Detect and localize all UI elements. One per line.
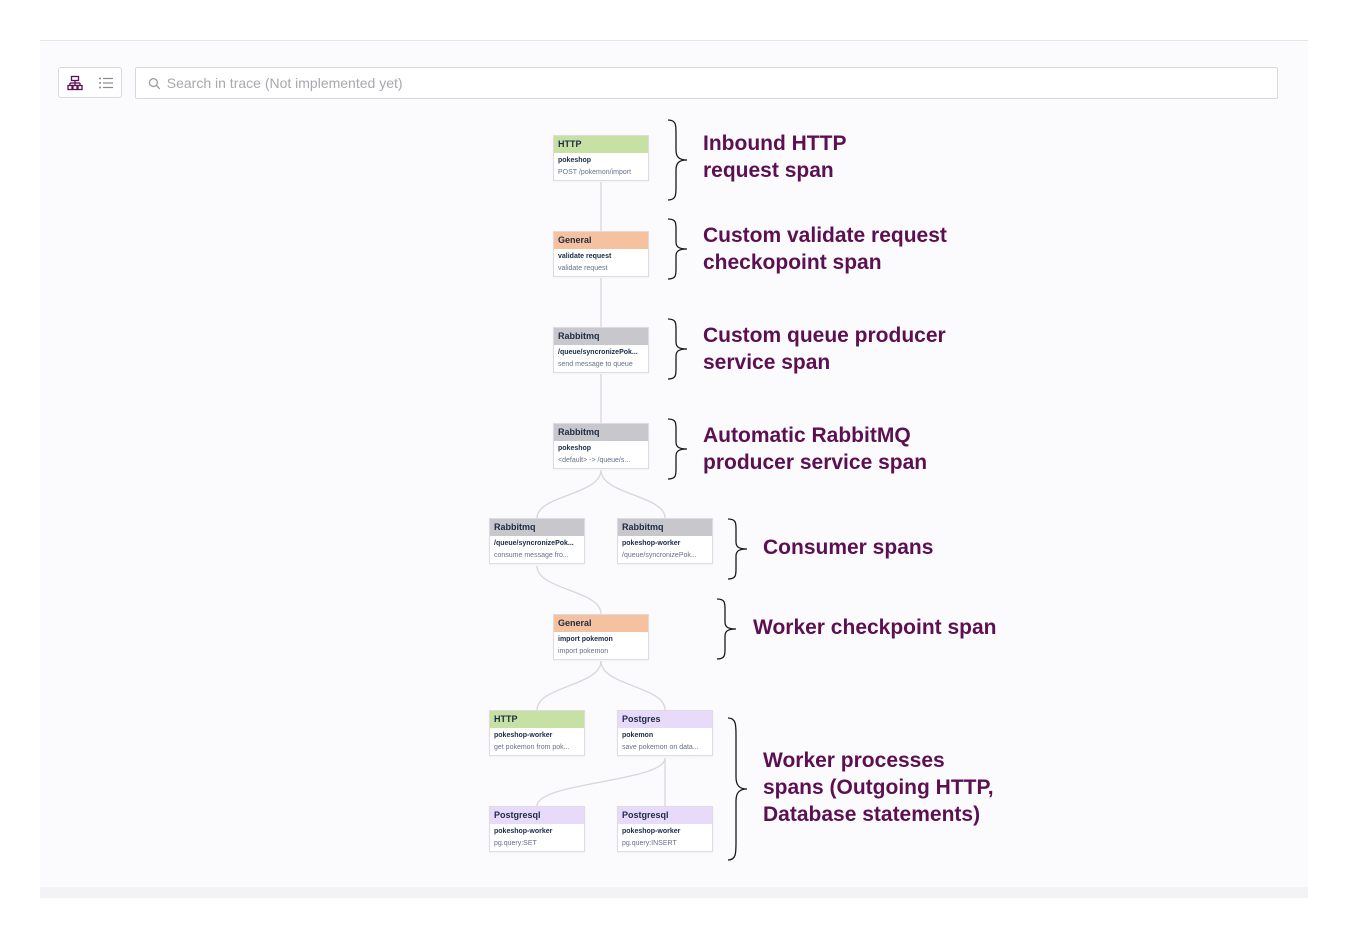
span-operation: pg.query:INSERT <box>622 840 677 847</box>
annotation-line: Custom validate request <box>703 224 947 247</box>
span-service: /queue/syncronizePok... <box>558 349 638 356</box>
span-operation: validate request <box>558 265 608 272</box>
span-node-postgresql-insert[interactable]: Postgresql pokeshop-worker pg.query:INSE… <box>617 806 713 852</box>
edge <box>536 660 602 711</box>
view-toggle <box>58 67 122 98</box>
trace-search <box>135 67 1278 99</box>
annotation-worker-checkpoint: Worker checkpoint span <box>753 614 997 641</box>
span-type: General <box>554 615 648 632</box>
curly-brace <box>727 717 748 861</box>
span-node-rabbitmq-producer[interactable]: Rabbitmq pokeshop <default> -> /queue/s.… <box>553 423 649 469</box>
tree-view-button[interactable] <box>59 68 90 97</box>
span-type: General <box>554 232 648 249</box>
edge <box>536 469 602 519</box>
span-service: pokemon <box>622 732 654 739</box>
annotation-line: Custom queue producer <box>703 324 946 347</box>
annotation-line: spans (Outgoing HTTP, <box>763 776 994 799</box>
span-node-worker-http[interactable]: HTTP pokeshop-worker get pokemon from po… <box>489 710 585 756</box>
search-input[interactable] <box>164 74 1277 92</box>
search-icon <box>148 77 161 89</box>
span-service: pokeshop <box>558 157 592 164</box>
curly-brace <box>667 119 688 201</box>
annotation-queue-producer: Custom queue producer service span <box>703 322 946 376</box>
annotation-consumer-spans: Consumer spans <box>763 534 933 561</box>
tree-view-icon <box>66 75 83 90</box>
span-node-consumer-queue[interactable]: Rabbitmq /queue/syncronizePok... consume… <box>489 518 585 564</box>
annotation-line: service span <box>703 351 831 374</box>
span-operation: consume message fro... <box>494 552 569 559</box>
span-node-postgresql-set[interactable]: Postgresql pokeshop-worker pg.query:SET <box>489 806 585 852</box>
annotation-validate-request: Custom validate request checkopoint span <box>703 222 947 276</box>
span-node-worker-checkpoint[interactable]: General import pokemon import pokemon <box>553 614 649 660</box>
span-operation: import pokemon <box>558 648 609 655</box>
panel-footer <box>40 887 1308 898</box>
span-service: /queue/syncronizePok... <box>494 540 574 547</box>
annotation-rabbitmq-producer: Automatic RabbitMQ producer service span <box>703 422 927 476</box>
span-service: pokeshop-worker <box>494 732 553 739</box>
span-type: Postgres <box>618 711 712 728</box>
annotation-line: Automatic RabbitMQ <box>703 424 911 447</box>
span-operation: get pokemon from pok... <box>494 744 570 751</box>
span-type: Postgresql <box>490 807 584 824</box>
annotation-line: Worker processes <box>763 749 945 772</box>
curly-brace <box>727 518 748 580</box>
annotation-worker-processes: Worker processes spans (Outgoing HTTP, D… <box>763 747 994 828</box>
span-service: validate request <box>558 253 612 260</box>
span-node-postgres[interactable]: Postgres pokemon save pokemon on data... <box>617 710 713 756</box>
span-type: HTTP <box>490 711 584 728</box>
list-view-icon <box>98 77 113 88</box>
span-type: HTTP <box>554 136 648 153</box>
edge <box>600 469 666 519</box>
annotation-line: Database statements) <box>763 803 981 826</box>
span-node-queue-producer[interactable]: Rabbitmq /queue/syncronizePok... send me… <box>553 327 649 373</box>
edge <box>536 757 666 807</box>
curly-brace <box>667 318 688 380</box>
edge <box>600 660 666 711</box>
curly-brace <box>716 598 737 660</box>
span-operation: pg.query:SET <box>494 840 537 847</box>
curly-brace <box>667 218 688 280</box>
annotation-line: Inbound HTTP <box>703 132 847 155</box>
span-type: Rabbitmq <box>554 328 648 345</box>
edge <box>536 565 602 615</box>
span-type: Rabbitmq <box>490 519 584 536</box>
curly-brace <box>667 418 688 480</box>
annotation-inbound-http: Inbound HTTP request span <box>703 130 846 184</box>
span-service: pokeshop-worker <box>622 828 681 835</box>
span-service: import pokemon <box>558 636 613 643</box>
annotation-line: checkopoint span <box>703 251 882 274</box>
annotation-line: Worker checkpoint span <box>753 616 997 639</box>
annotation-line: producer service span <box>703 451 928 474</box>
span-node-validate-request[interactable]: General validate request validate reques… <box>553 231 649 277</box>
span-service: pokeshop-worker <box>494 828 553 835</box>
span-service: pokeshop-worker <box>622 540 681 547</box>
span-node-consumer-worker[interactable]: Rabbitmq pokeshop-worker /queue/syncroni… <box>617 518 713 564</box>
span-operation: <default> -> /queue/s... <box>558 457 631 464</box>
span-type: Rabbitmq <box>618 519 712 536</box>
span-operation: /queue/syncronizePok... <box>622 552 697 559</box>
list-view-button[interactable] <box>90 68 121 97</box>
span-service: pokeshop <box>558 445 592 452</box>
span-operation: save pokemon on data... <box>622 744 699 751</box>
span-node-inbound-http[interactable]: HTTP pokeshop POST /pokemon/import <box>553 135 649 181</box>
annotation-line: request span <box>703 159 834 182</box>
span-type: Rabbitmq <box>554 424 648 441</box>
span-type: Postgresql <box>618 807 712 824</box>
span-operation: send message to queue <box>558 361 633 368</box>
top-divider <box>40 40 1308 41</box>
annotation-line: Consumer spans <box>763 536 934 559</box>
span-operation: POST /pokemon/import <box>558 169 632 176</box>
